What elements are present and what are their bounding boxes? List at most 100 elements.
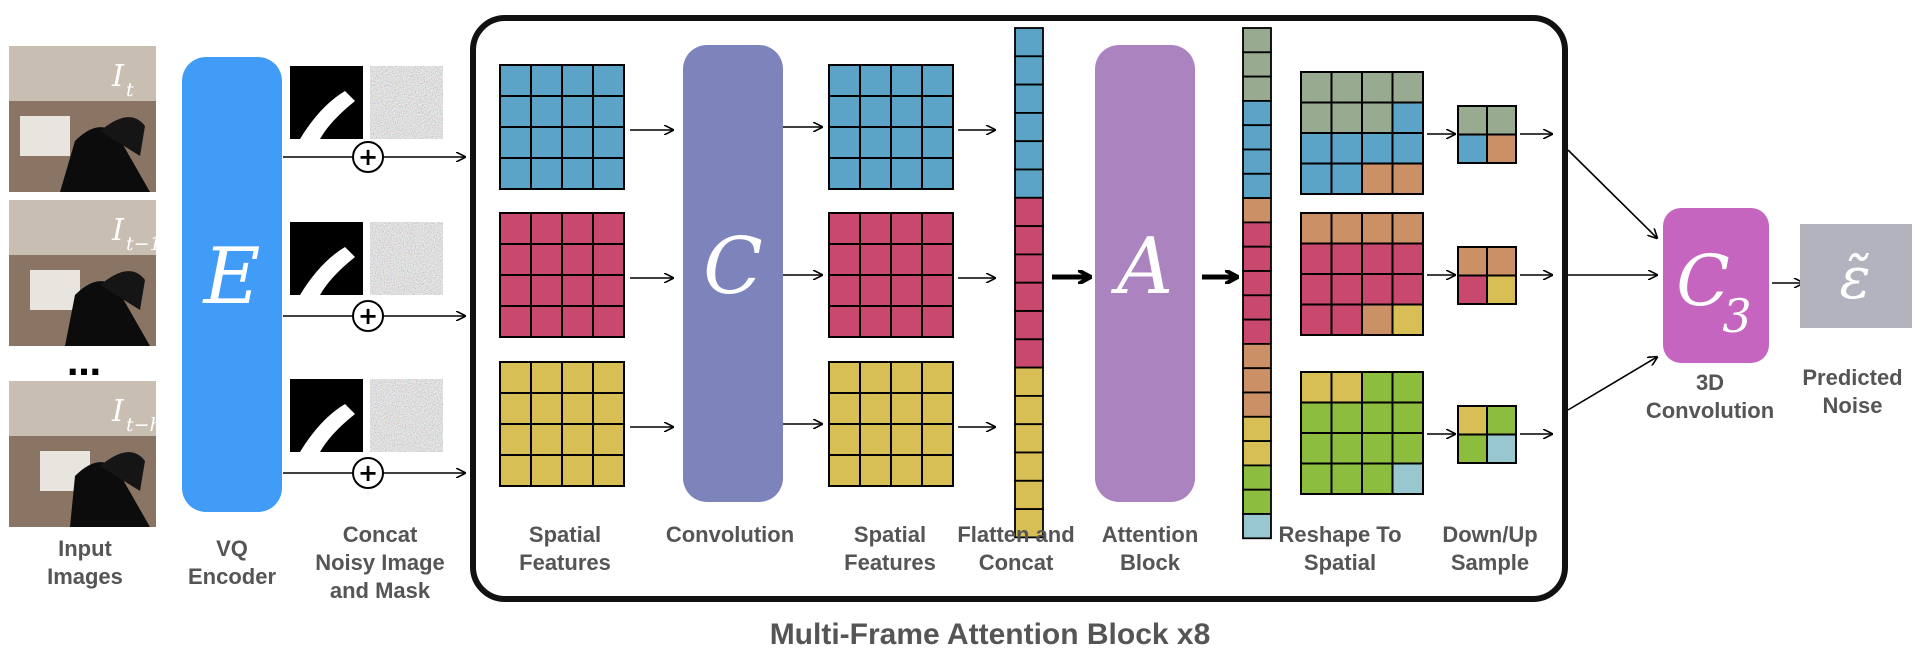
grid-cell — [859, 243, 892, 276]
grid-cell — [1391, 401, 1424, 434]
column-cell — [1014, 225, 1044, 256]
reshape-grid — [1300, 371, 1424, 495]
grid-cell — [828, 126, 861, 159]
grid-cell — [592, 361, 625, 394]
grid-cell — [561, 392, 594, 425]
grid-cell — [499, 361, 532, 394]
grid-cell — [921, 64, 954, 97]
grid-cell — [592, 64, 625, 97]
grid-cell — [1361, 432, 1394, 465]
grid-cell — [1361, 273, 1394, 306]
grid-cell — [1457, 246, 1488, 277]
grid-cell — [1300, 162, 1333, 195]
grid-cell — [1361, 132, 1394, 165]
downsample-grid — [1457, 246, 1517, 305]
grid-cell — [561, 361, 594, 394]
grid-cell — [1330, 242, 1363, 275]
column-cell — [1014, 310, 1044, 341]
grid-cell — [1361, 212, 1394, 245]
grid-cell — [499, 64, 532, 97]
photo-wall — [9, 381, 156, 436]
grid-cell — [530, 64, 563, 97]
attention-block-frame — [470, 15, 1568, 602]
grid-cell — [1391, 101, 1424, 134]
hand-silhouette — [100, 117, 145, 156]
grid-cell — [921, 361, 954, 394]
grid-cell — [1300, 101, 1333, 134]
grid-cell — [890, 126, 923, 159]
spatial-feature-grid — [499, 212, 625, 338]
grid-cell — [499, 423, 532, 456]
grid-cell — [1300, 273, 1333, 306]
grid-cell — [530, 361, 563, 394]
downsample-grid — [1457, 405, 1517, 464]
grid-cell — [1361, 101, 1394, 134]
grid-cell — [890, 212, 923, 245]
grid-cell — [530, 392, 563, 425]
label-flatten-concat: Flatten and Concat — [957, 522, 1075, 575]
grid-cell — [1486, 133, 1517, 164]
column-cell — [1242, 294, 1272, 321]
grid-cell — [1391, 71, 1424, 104]
grid-cell — [499, 392, 532, 425]
grid-cell — [561, 212, 594, 245]
grid-cell — [530, 212, 563, 245]
column-cell — [1242, 148, 1272, 175]
grid-cell — [890, 454, 923, 487]
grid-cell — [592, 157, 625, 190]
grid-cell — [921, 305, 954, 338]
flatten-column — [1014, 27, 1044, 539]
grid-cell — [1391, 242, 1424, 275]
ellipsis: … — [67, 344, 101, 384]
to-conv3d-arrow — [1567, 149, 1657, 238]
attention-output-column — [1242, 27, 1272, 540]
mask-hand-region — [300, 91, 355, 139]
grid-cell — [499, 95, 532, 128]
downsample-grid — [1457, 105, 1517, 164]
grid-cell — [1330, 212, 1363, 245]
grid-cell — [828, 64, 861, 97]
grid-cell — [592, 454, 625, 487]
grid-cell — [561, 126, 594, 159]
grid-cell — [1330, 162, 1363, 195]
grid-cell — [561, 95, 594, 128]
grid-cell — [1486, 274, 1517, 305]
grid-cell — [1330, 273, 1363, 306]
plus-symbol: + — [358, 302, 378, 330]
conv3d-block — [1663, 208, 1769, 363]
column-cell — [1242, 27, 1272, 54]
grid-cell — [530, 423, 563, 456]
noise-symbol: ε̃ — [1839, 244, 1870, 312]
grid-cell — [1457, 274, 1488, 305]
grid-cell — [890, 392, 923, 425]
grid-cell — [828, 454, 861, 487]
grid-cell — [1391, 273, 1424, 306]
column-cell — [1014, 281, 1044, 312]
grid-cell — [921, 157, 954, 190]
reshape-grid — [1300, 71, 1424, 195]
grid-cell — [592, 423, 625, 456]
grid-cell — [921, 274, 954, 307]
grid-cell — [828, 305, 861, 338]
convolution-block — [683, 45, 783, 502]
conv3d-subscript: 3 — [1722, 289, 1751, 343]
grid-cell — [859, 274, 892, 307]
grid-cell — [1457, 433, 1488, 464]
label-spatial-features-1: Spatial Features — [519, 522, 611, 575]
column-cell — [1014, 338, 1044, 369]
grid-cell — [859, 392, 892, 425]
grid-cell — [1486, 433, 1517, 464]
grid-cell — [1391, 212, 1424, 245]
grid-cell — [499, 126, 532, 159]
grid-cell — [561, 274, 594, 307]
label-input-images: Input Images — [47, 536, 123, 589]
grid-cell — [828, 95, 861, 128]
column-cell — [1014, 140, 1044, 171]
grid-cell — [890, 64, 923, 97]
column-cell — [1242, 270, 1272, 297]
column-cell — [1014, 366, 1044, 397]
plus-symbol: + — [358, 459, 378, 487]
